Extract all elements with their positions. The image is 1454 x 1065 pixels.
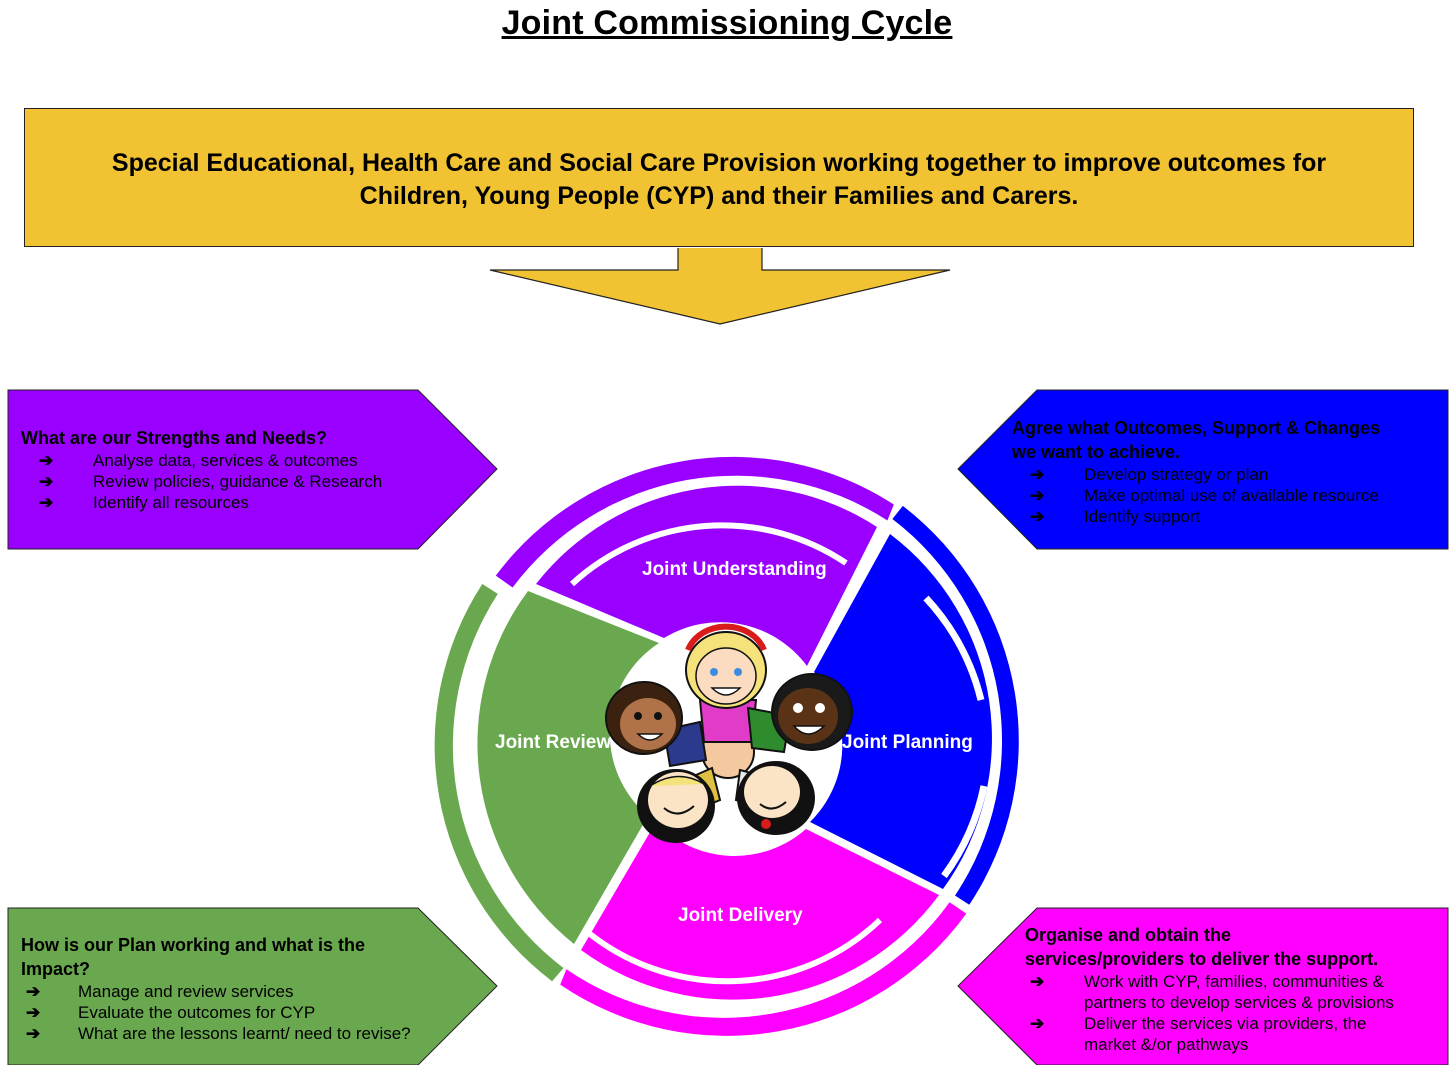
- segment-review: [477, 591, 659, 944]
- ring-review: [434, 584, 564, 982]
- arrow-bullet-icon: ➔: [1030, 507, 1045, 526]
- children-illustration: [605, 623, 853, 843]
- label-joint-planning: Joint Planning: [842, 732, 973, 753]
- list-item: ➔Review policies, guidance & Research: [21, 471, 421, 492]
- list-item: ➔Manage and review services: [21, 981, 441, 1002]
- list-item: ➔Identify all resources: [21, 492, 421, 513]
- label-joint-delivery: Joint Delivery: [678, 905, 803, 926]
- segment-delivery: [581, 822, 939, 1000]
- down-arrow-icon: [489, 248, 951, 325]
- list-item: ➔Make optimal use of available resource: [1012, 485, 1442, 506]
- ring-gap-left-low: [466, 785, 559, 947]
- ring-gap-right-low: [941, 785, 988, 879]
- page-title: Joint Commissioning Cycle: [501, 4, 953, 42]
- ring-delivery: [560, 902, 967, 1036]
- arrow-bullet-icon: ➔: [39, 451, 54, 470]
- arrow-bullet-icon: ➔: [1030, 486, 1045, 505]
- ring-gap-bottom: [583, 917, 883, 985]
- list-item: ➔What are the lessons learnt/ need to re…: [21, 1023, 441, 1044]
- strengths-list: ➔Analyse data, services & outcomes ➔Revi…: [21, 450, 421, 513]
- ring-understanding: [495, 456, 894, 588]
- purpose-banner: Special Educational, Health Care and Soc…: [24, 108, 1414, 247]
- outcomes-heading: Agree what Outcomes, Support & Changes w…: [1012, 418, 1381, 462]
- child-dark-icon: [746, 673, 853, 754]
- organise-list: ➔Work with CYP, families, communities & …: [1025, 971, 1445, 1055]
- list-item: ➔Deliver the services via providers, the…: [1025, 1013, 1445, 1055]
- arrow-bullet-icon: ➔: [1030, 465, 1045, 484]
- impact-box-shape: [7, 907, 498, 1065]
- arrow-bullet-icon: ➔: [39, 472, 54, 491]
- label-joint-understanding: Joint Understanding: [642, 559, 827, 580]
- list-item: ➔Develop strategy or plan: [1012, 464, 1442, 485]
- arrow-bullet-icon: ➔: [39, 493, 54, 512]
- arrow-bullet-icon: ➔: [1030, 972, 1045, 991]
- list-item: ➔Analyse data, services & outcomes: [21, 450, 421, 471]
- ring-gap-right: [923, 595, 985, 701]
- list-item: ➔Evaluate the outcomes for CYP: [21, 1002, 441, 1023]
- child-blonde-icon: [685, 623, 767, 743]
- purpose-banner-text: Special Educational, Health Care and Soc…: [111, 148, 1327, 210]
- list-item: ➔Identify support: [1012, 506, 1442, 527]
- organise-box-shape: [957, 907, 1449, 1065]
- impact-list: ➔Manage and review services ➔Evaluate th…: [21, 981, 441, 1044]
- strengths-box-shape: [7, 389, 498, 550]
- strengths-heading: What are our Strengths and Needs?: [21, 428, 328, 448]
- organise-box: Organise and obtain the services/provide…: [1025, 923, 1445, 1055]
- strengths-box: What are our Strengths and Needs? ➔Analy…: [21, 426, 421, 513]
- impact-box: How is our Plan working and what is the …: [21, 933, 441, 1044]
- child-black-hair-icon: [734, 761, 815, 835]
- outcomes-list: ➔Develop strategy or plan ➔Make optimal …: [1012, 464, 1442, 527]
- cycle-wheel: [434, 456, 1019, 1036]
- label-joint-review: Joint Review: [495, 732, 612, 753]
- ring-gap-top: [569, 522, 848, 587]
- arrow-bullet-icon: ➔: [26, 1024, 41, 1043]
- child-brown-icon: [605, 681, 708, 768]
- arrow-bullet-icon: ➔: [26, 982, 41, 1001]
- outcomes-box: Agree what Outcomes, Support & Changes w…: [1012, 416, 1442, 527]
- ring-planning: [892, 505, 1019, 905]
- segment-understanding: [536, 485, 877, 666]
- ring-gap-left: [472, 600, 517, 701]
- organise-heading: Organise and obtain the services/provide…: [1025, 925, 1379, 969]
- child-blonde-boy-icon: [637, 766, 722, 843]
- outcomes-box-shape: [957, 389, 1449, 550]
- impact-heading: How is our Plan working and what is the …: [21, 935, 366, 979]
- arrow-bullet-icon: ➔: [1030, 1014, 1045, 1033]
- arrow-bullet-icon: ➔: [26, 1003, 41, 1022]
- list-item: ➔Work with CYP, families, communities & …: [1025, 971, 1445, 1013]
